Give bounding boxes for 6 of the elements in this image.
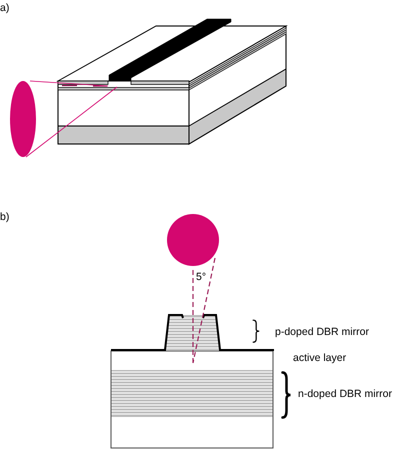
layer-label: p-doped DBR mirror: [275, 326, 369, 338]
layer-label: n-doped DBR mirror: [298, 388, 392, 400]
panel-label: b): [0, 211, 10, 223]
panel-label: a): [0, 2, 10, 14]
layer-label: active layer: [293, 352, 346, 364]
angle-label: 5°: [196, 271, 206, 283]
